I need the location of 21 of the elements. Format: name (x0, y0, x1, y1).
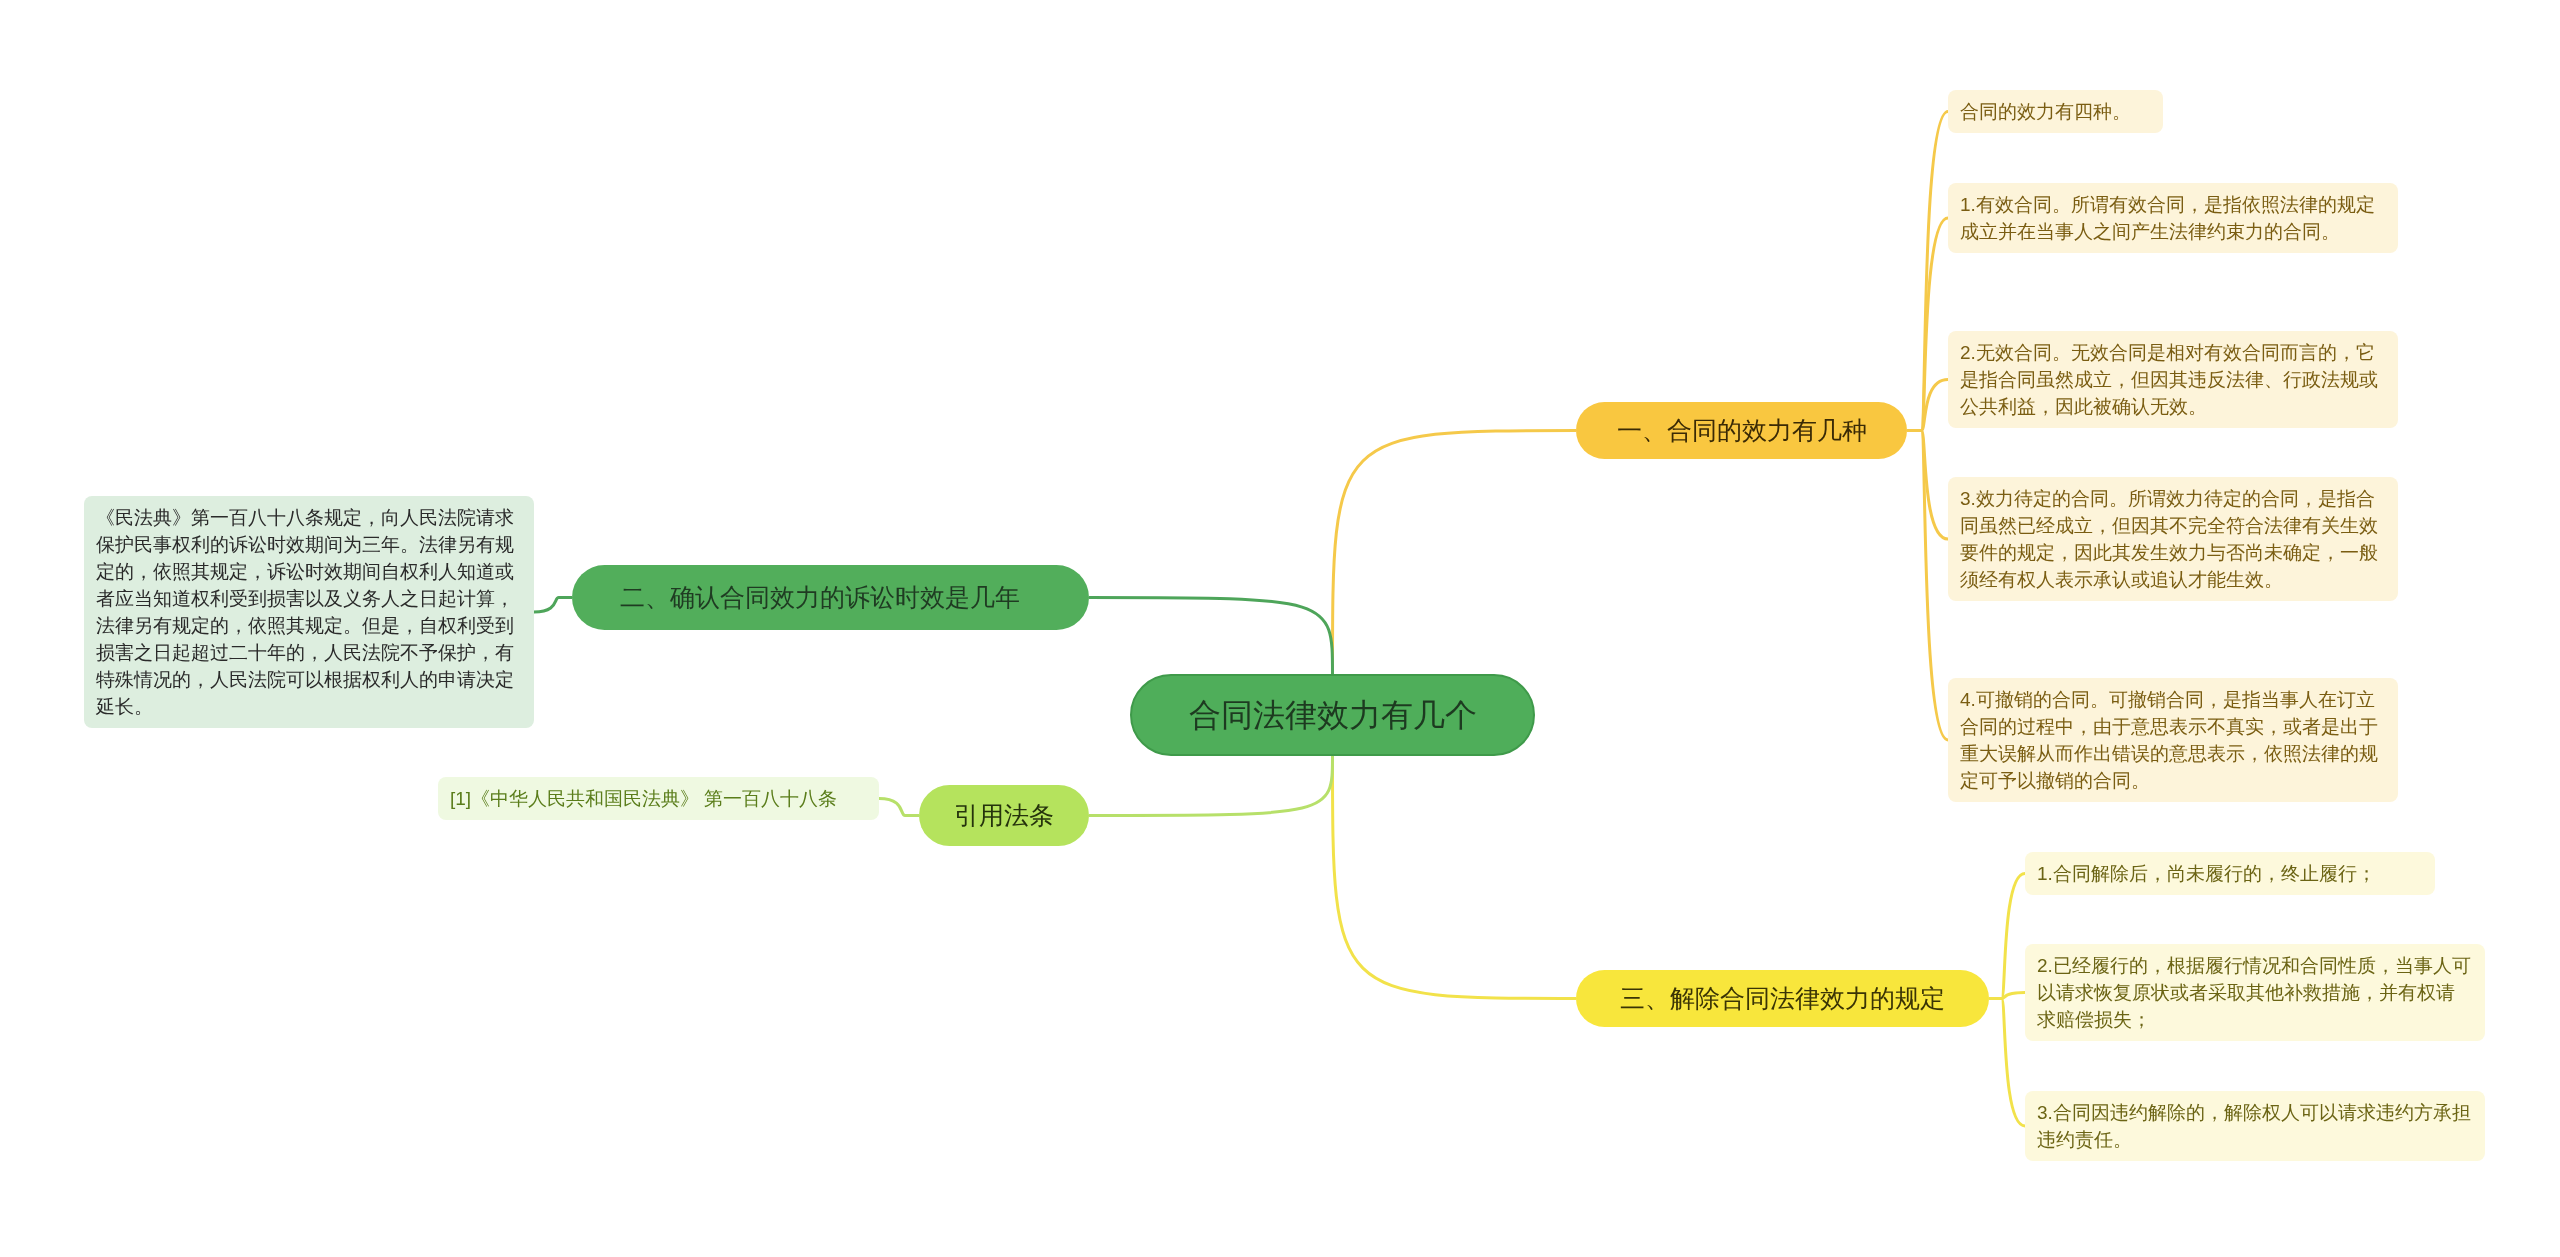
branch-topic: 二、确认合同效力的诉讼时效是几年 (572, 565, 1089, 630)
connector-line (1089, 596, 1334, 674)
connector-line (1989, 997, 2026, 1128)
branch-topic: 一、合同的效力有几种 (1576, 402, 1907, 459)
central-topic: 合同法律效力有几个 (1130, 674, 1535, 756)
note-card: 4.可撤销的合同。可撤销合同，是指当事人在订立合同的过程中，由于意思表示不真实，或者是出于重大误解从而作出错误的意思表示，依照法律的规定可予以撤销的合同。 (1948, 678, 2398, 802)
connector-line (1907, 429, 1950, 742)
note-card: 合同的效力有四种。 (1948, 90, 2163, 133)
connector-line (533, 596, 572, 614)
connector-line (878, 797, 919, 817)
note-card: 2.已经履行的，根据履行情况和合同性质，当事人可以请求恢复原状或者采取其他补救措施，并有权请求赔偿损失； (2025, 944, 2485, 1041)
note-card: 1.合同解除后，尚未履行的，终止履行； (2025, 852, 2435, 895)
branch-topic: 三、解除合同法律效力的规定 (1576, 970, 1989, 1027)
note-card: 3.效力待定的合同。所谓效力待定的合同，是指合同虽然已经成立，但因其不完全符合法律有关生效要件的规定，因此其发生效力与否尚未确定，一般须经有权人表示承认或追认才能生效。 (1948, 477, 2398, 601)
citation-card: [1]《中华人民共和国民法典》 第一百八十八条 (438, 777, 879, 820)
note-card: 2.无效合同。无效合同是相对有效合同而言的，它是指合同虽然成立，但因其违反法律、行政法规或公共利益，因此被确认无效。 (1948, 331, 2398, 428)
note-card: 《民法典》第一百八十八条规定，向人民法院请求保护民事权利的诉讼时效期间为三年。法律另有规定的，依照其规定，诉讼时效期间自权利人知道或者应当知道权利受到损害以及义务人之日起计算，法律另有规定的，依照其规定。但是，自权利受到损害之日起超过二十年的，人民法院不予保护，有特殊情况的，人民法院可以根据权利人的申请决定延长。 (84, 496, 534, 728)
note-card: 1.有效合同。所谓有效合同，是指依照法律的规定成立并在当事人之间产生法律约束力的合同。 (1948, 183, 2398, 253)
connector-line (1089, 756, 1334, 817)
note-card: 3.合同因违约解除的，解除权人可以请求违约方承担违约责任。 (2025, 1091, 2485, 1161)
branch-topic: 引用法条 (919, 785, 1089, 846)
